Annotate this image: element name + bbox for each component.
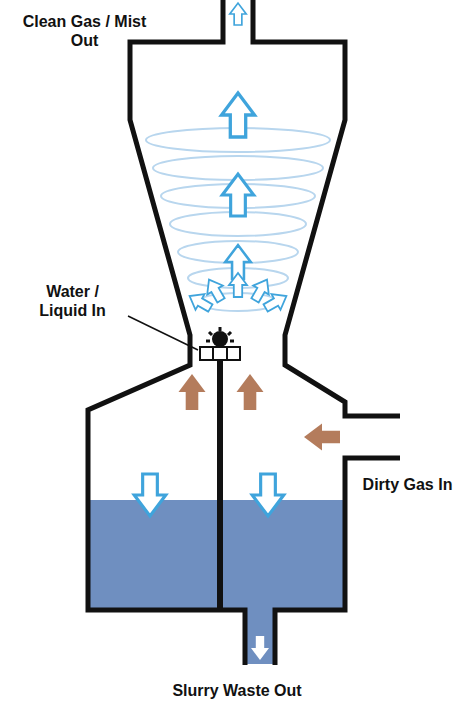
slurry-arrow: [251, 636, 269, 660]
water-feed-pipe: [217, 358, 223, 610]
callout-label: Clean Gas / Mist Out: [22, 12, 147, 50]
callout-label: Slurry Waste Out: [117, 681, 357, 700]
callout-label: Dirty Gas In: [345, 475, 470, 494]
liquid-arrows: [134, 474, 284, 516]
dirty-gas-arrows: [179, 374, 341, 451]
clean-gas-arrows: [185, 3, 291, 316]
leader-line: [128, 316, 198, 350]
callout-label: Water / Liquid In: [20, 282, 125, 320]
spray-nozzle: [200, 327, 240, 360]
scrubber-vessel: [88, 0, 400, 665]
slurry-liquid: [247, 606, 273, 664]
liquid-pool: [90, 500, 343, 608]
